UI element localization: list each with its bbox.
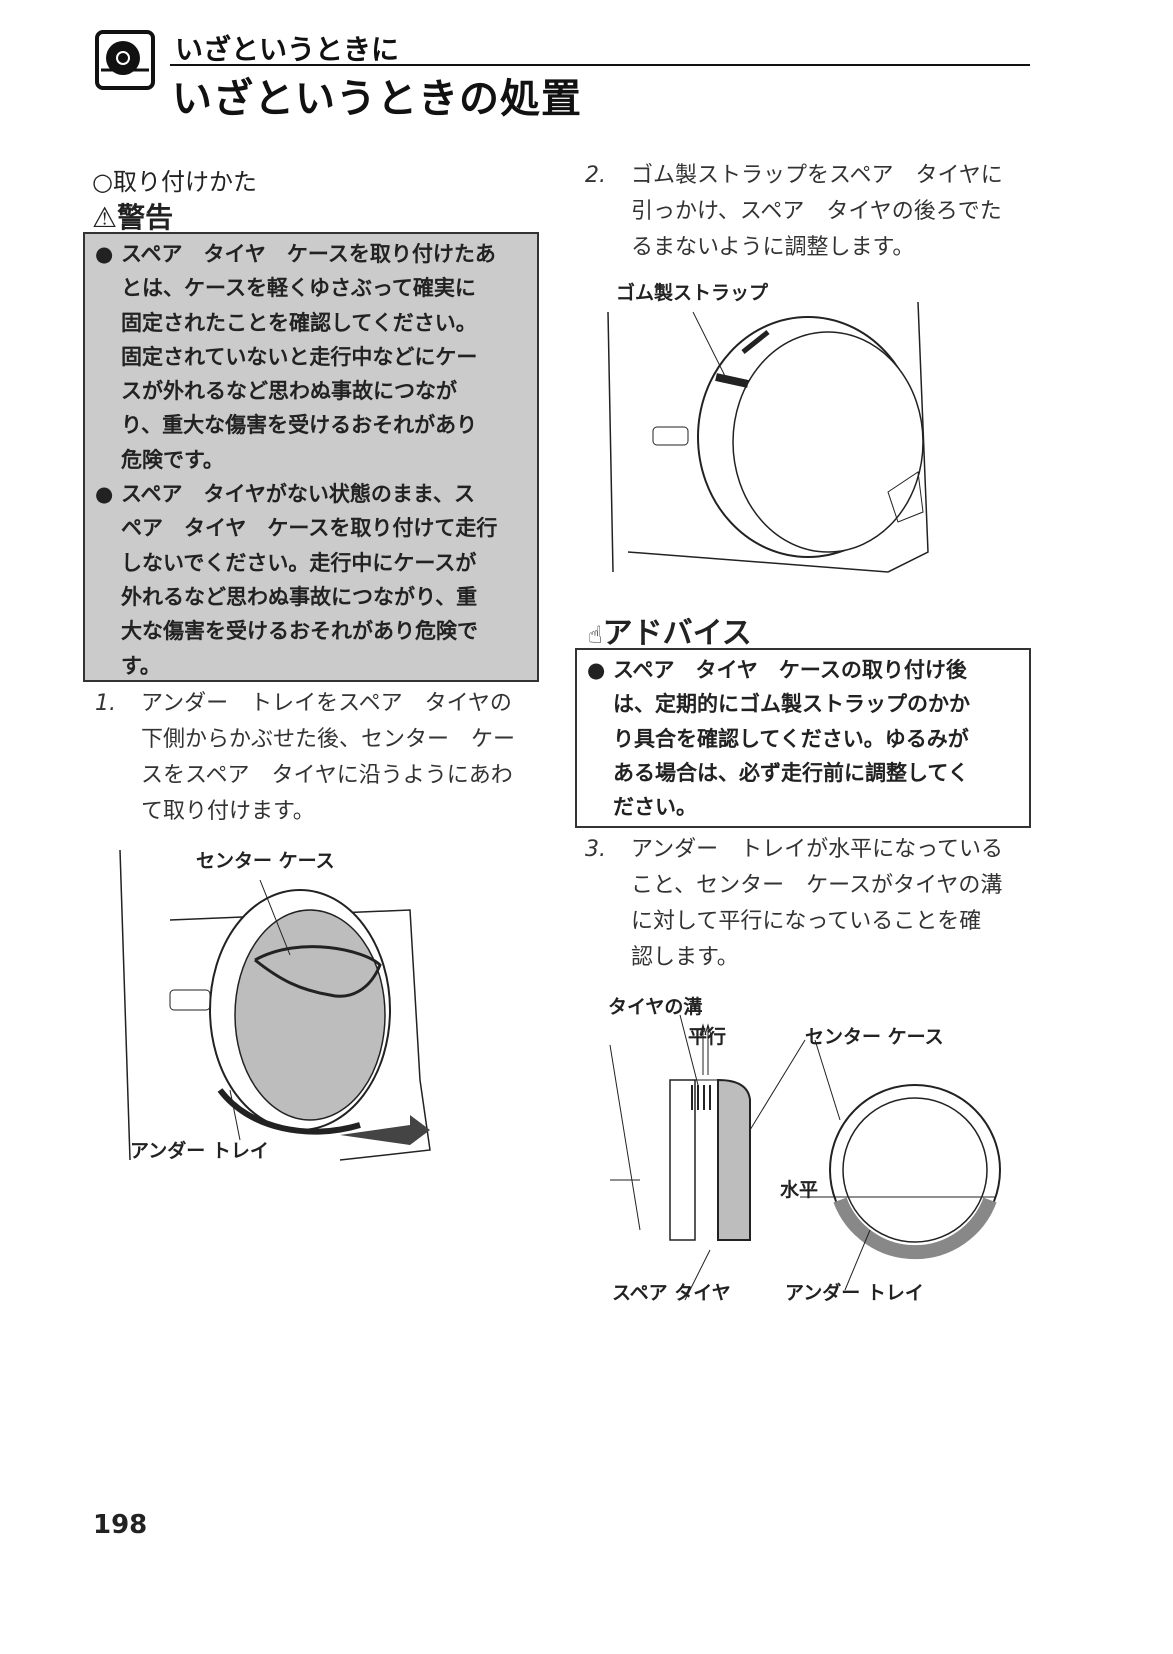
- advice-box: ● スペア タイヤ ケースの取り付け後 は、定期的にゴム製ストラップのかか り具…: [575, 648, 1031, 828]
- text-line: り具合を確認してください。ゆるみが: [613, 726, 969, 751]
- page-title: いざというときの処置: [172, 76, 582, 122]
- advice-bullet: ● スペア タイヤ ケースの取り付け後 は、定期的にゴム製ストラップのかか り具…: [587, 653, 1021, 824]
- section-title: ○取り付けかた: [92, 168, 257, 196]
- warning-box: ● スペア タイヤ ケースを取り付けたあ とは、ケースを軽くゆさぶって確実に 固…: [83, 232, 539, 682]
- label-parallel: 平行: [688, 1026, 727, 1048]
- text-line: に対して平行になっていることを確: [631, 909, 982, 934]
- text-line: アンダー トレイをスペア タイヤの: [141, 691, 512, 716]
- step-number: 2.: [585, 163, 606, 188]
- text-line: ゴム製ストラップをスペア タイヤに: [631, 163, 1003, 188]
- label-rubber-strap: ゴム製ストラップ: [616, 282, 769, 304]
- warning-heading: ⚠警告: [92, 196, 173, 236]
- text-line: て取り付けます。: [141, 799, 315, 824]
- text-line: スが外れるなど思わぬ事故につなが: [121, 379, 457, 404]
- figure-strap-illustration: ゴム製ストラップ: [598, 272, 943, 597]
- text-line: 固定されたことを確認してください。: [121, 310, 477, 335]
- text-line: しないでください。走行中にケースが: [121, 550, 477, 575]
- warning-heading-text: 警告: [117, 201, 174, 234]
- label-center-case: センター ケース: [196, 850, 335, 872]
- step-number: 3.: [585, 837, 606, 862]
- text-line: ださい。: [613, 795, 697, 820]
- header-rule: [170, 64, 1030, 66]
- text-line: 下側からかぶせた後、センター ケー: [141, 727, 516, 752]
- text-line: スペア タイヤがない状態のまま、ス: [121, 482, 476, 507]
- text-line: とは、ケースを軽くゆさぶって確実に: [121, 276, 476, 301]
- step-1: 1. アンダー トレイをスペア タイヤの 下側からかぶせた後、センター ケー ス…: [85, 686, 515, 830]
- text-line: スペア タイヤ ケースの取り付け後: [613, 658, 967, 682]
- text-line: スペア タイヤ ケースを取り付けたあ: [121, 242, 496, 266]
- step-3: 3. アンダー トレイが水平になっている こと、センター ケースがタイヤの溝 に…: [575, 832, 1003, 976]
- text-line: 認します。: [631, 945, 739, 970]
- warning-triangle-icon: ⚠: [92, 201, 118, 234]
- text-line: 固定されていないと走行中などにケー: [121, 344, 478, 369]
- text-line: アンダー トレイが水平になっている: [631, 837, 1004, 862]
- figure-center-case-illustration: センター ケース アンダー トレイ: [110, 840, 450, 1170]
- figure-alignment-diagram: タイヤの溝 平行 センター ケース 水平 スペア タイヤ アンダー トレイ: [600, 990, 1020, 1310]
- page-number: 198: [93, 1510, 148, 1540]
- label-spare-tire: スペア タイヤ: [612, 1282, 731, 1304]
- text-line: り、重大な傷害を受けるおそれがあり: [121, 413, 478, 438]
- text-line: 外れるなど思わぬ事故につながり、重: [121, 584, 478, 609]
- label-horizontal: 水平: [780, 1179, 819, 1201]
- chapter-subtitle: いざというときに: [175, 33, 400, 66]
- text-line: こと、センター ケースがタイヤの溝: [631, 873, 1003, 898]
- label-under-tray: アンダー トレイ: [785, 1282, 924, 1304]
- text-line: 引っかけ、スペア タイヤの後ろでた: [631, 199, 1002, 224]
- step-2: 2. ゴム製ストラップをスペア タイヤに 引っかけ、スペア タイヤの後ろでた る…: [575, 158, 1003, 266]
- text-line: ある場合は、必ず走行前に調整してく: [613, 760, 969, 785]
- label-under-tray: アンダー トレイ: [130, 1140, 269, 1162]
- text-line: 危険です。: [121, 447, 224, 472]
- text-line: す。: [121, 653, 161, 678]
- text-line: るまないように調整します。: [631, 235, 915, 260]
- label-tire-groove: タイヤの溝: [608, 996, 703, 1018]
- text-line: スをスペア タイヤに沿うようにあわ: [141, 763, 513, 788]
- pointing-hand-icon: ☝: [588, 621, 603, 649]
- warning-bullet: ● スペア タイヤ ケースを取り付けたあ とは、ケースを軽くゆさぶって確実に 固…: [95, 237, 529, 477]
- advice-heading: ☝アドバイス: [588, 608, 752, 652]
- warning-bullet: ● スペア タイヤがない状態のまま、ス ペア タイヤ ケースを取り付けて走行 し…: [95, 477, 529, 683]
- step-number: 1.: [95, 691, 116, 716]
- text-line: ペア タイヤ ケースを取り付けて走行: [121, 516, 498, 541]
- label-center-case: センター ケース: [805, 1026, 944, 1048]
- flat-tire-icon: [95, 30, 155, 90]
- text-line: 大な傷害を受けるおそれがあり危険で: [121, 619, 478, 644]
- advice-heading-text: アドバイス: [602, 616, 752, 651]
- text-line: は、定期的にゴム製ストラップのかか: [613, 692, 970, 717]
